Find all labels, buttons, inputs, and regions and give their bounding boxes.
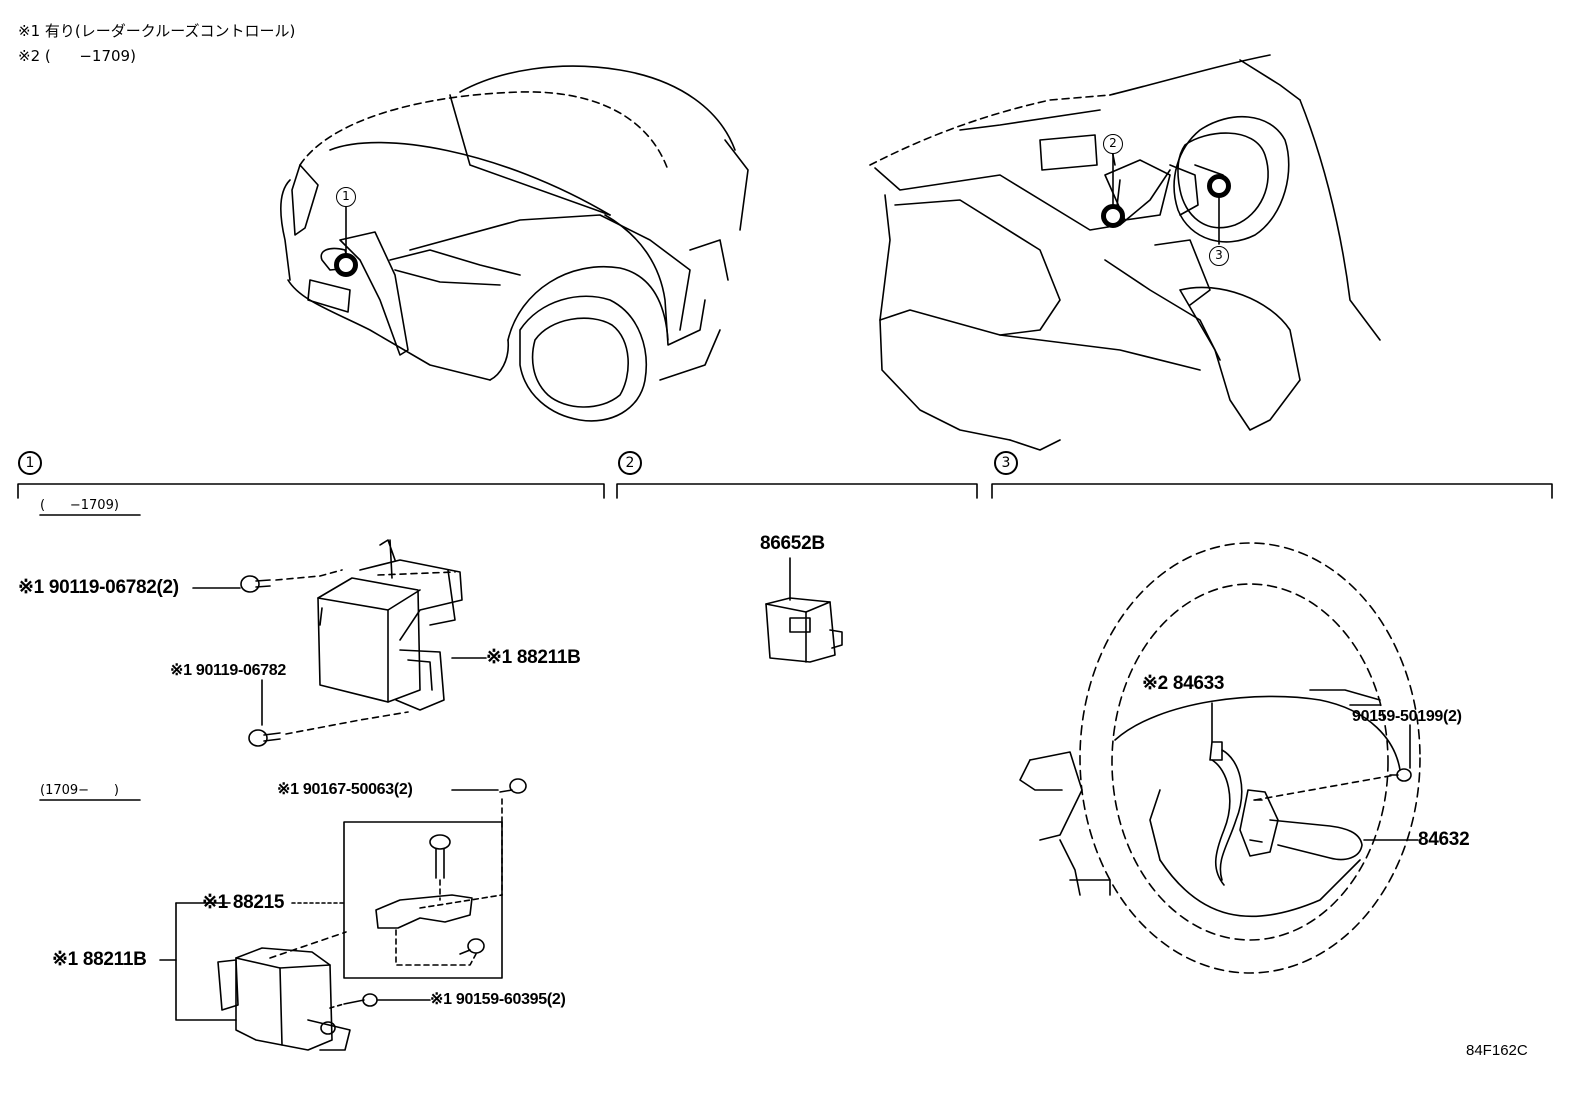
range-before-1709: ( −1709) <box>40 498 119 513</box>
label-90119-06782: ※1 90119-06782 <box>170 662 286 679</box>
location-marker-2 <box>1101 204 1125 228</box>
section3-steering-wheel <box>1019 542 1421 974</box>
label-84632: 84632 <box>1418 829 1470 850</box>
label-84633: ※2 84633 <box>1142 673 1225 694</box>
overview-callout-2: 2 <box>1103 134 1123 154</box>
range-after-1709: (1709− ) <box>40 783 119 798</box>
note-production-date: ※2 ( −1709) <box>18 47 136 65</box>
section2-relay <box>765 557 843 663</box>
car-front-illustration <box>280 65 749 422</box>
section1-upper-sensor <box>39 514 487 747</box>
overview-leaders <box>345 153 1220 254</box>
label-88211B-lower: ※1 88211B <box>52 949 147 970</box>
figure-code: 84F162C <box>1466 1042 1528 1059</box>
location-marker-3 <box>1207 174 1231 198</box>
section-number-1: 1 <box>18 451 42 475</box>
label-90119-06782-x2: ※1 90119-06782(2) <box>18 577 179 598</box>
note-radar-cruise: ※1 有り(レーダークルーズコントロール) <box>18 22 296 40</box>
interior-dashboard-illustration <box>869 54 1381 451</box>
label-88215: ※1 88215 <box>202 892 285 913</box>
section-number-2: 2 <box>618 451 642 475</box>
section1-lower-sensor <box>39 778 527 1051</box>
label-90159-60395: ※1 90159-60395(2) <box>430 991 566 1008</box>
label-86652B: 86652B <box>760 533 825 554</box>
section-brackets <box>17 483 1553 499</box>
overview-callout-1: 1 <box>336 187 356 207</box>
label-90159-50199: 90159-50199(2) <box>1352 708 1462 725</box>
label-88211B-upper: ※1 88211B <box>486 647 581 668</box>
overview-callout-3: 3 <box>1209 246 1229 266</box>
section-number-3: 3 <box>994 451 1018 475</box>
label-90167-50063: ※1 90167-50063(2) <box>277 781 413 798</box>
location-marker-1 <box>334 253 358 277</box>
